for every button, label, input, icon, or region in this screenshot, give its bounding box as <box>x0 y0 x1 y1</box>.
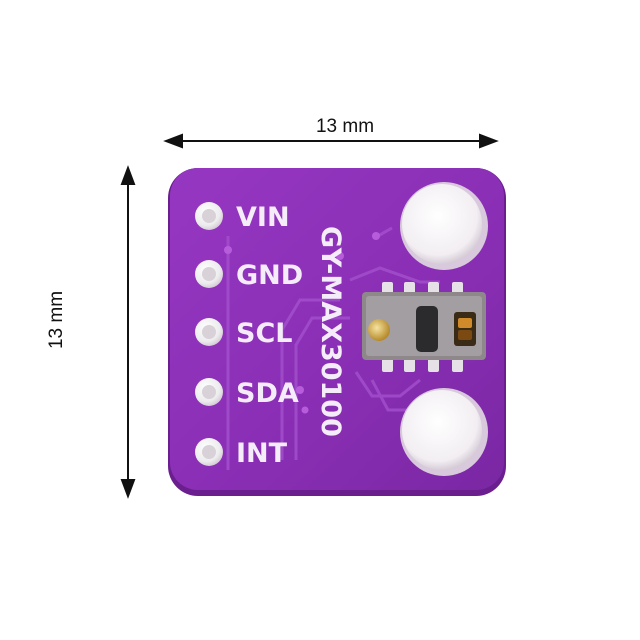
mounting-hole-bottom <box>400 388 488 476</box>
pin-pads <box>195 202 223 466</box>
pin-label-scl: SCL <box>236 318 292 349</box>
height-dimension-arrow <box>120 165 136 499</box>
height-dimension-label: 13 mm <box>46 290 67 350</box>
pcb-vias <box>224 232 380 414</box>
pin-label-sda: SDA <box>236 378 299 409</box>
sensor-chip <box>362 282 486 372</box>
width-dimension-label: 13 mm <box>315 116 375 137</box>
pin-label-gnd: GND <box>236 260 303 291</box>
pcb-board: VIN GND SCL SDA INT GY-MAX30100 <box>168 168 506 496</box>
width-dimension-arrow <box>163 133 499 149</box>
sensor-led-window <box>368 319 390 341</box>
mounting-hole-top <box>400 182 488 270</box>
sensor-photodiode <box>416 306 438 352</box>
model-label: GY-MAX30100 <box>315 226 346 437</box>
pin-label-int: INT <box>236 438 288 469</box>
pin-label-vin: VIN <box>236 202 290 233</box>
pcb-traces <box>226 226 440 470</box>
